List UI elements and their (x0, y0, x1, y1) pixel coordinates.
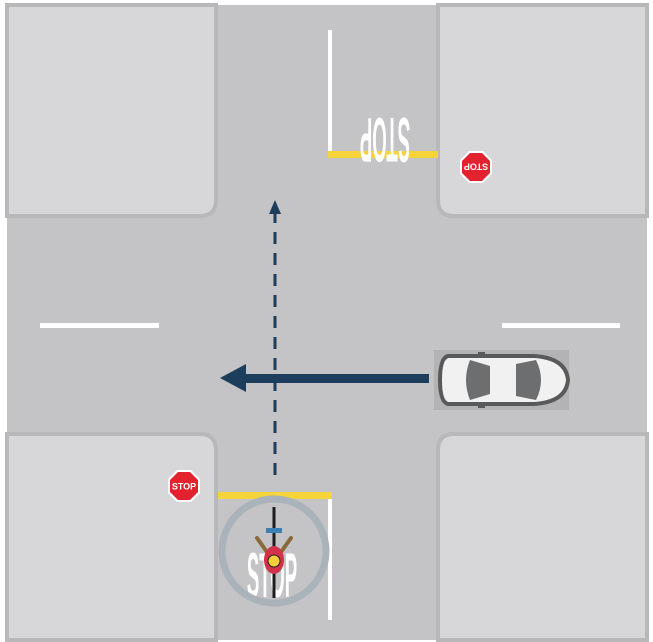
corner-bottom-right (438, 434, 647, 640)
lane-marking-right (502, 323, 620, 328)
car-icon (434, 350, 569, 410)
stop-sign-label: STOP (172, 482, 196, 492)
stop-sign-icon: STOP (460, 151, 492, 183)
corner-top-right (438, 5, 647, 216)
corner-top-left (7, 5, 216, 216)
corner-bottom-left (7, 434, 216, 640)
road-text-top: STOP (360, 104, 410, 175)
stop-sign-label: STOP (464, 162, 488, 172)
stop-sign-icon: STOP (168, 470, 200, 502)
lane-marking-left (40, 323, 159, 328)
car-path-line (243, 374, 429, 383)
lane-divider-top (328, 30, 332, 155)
